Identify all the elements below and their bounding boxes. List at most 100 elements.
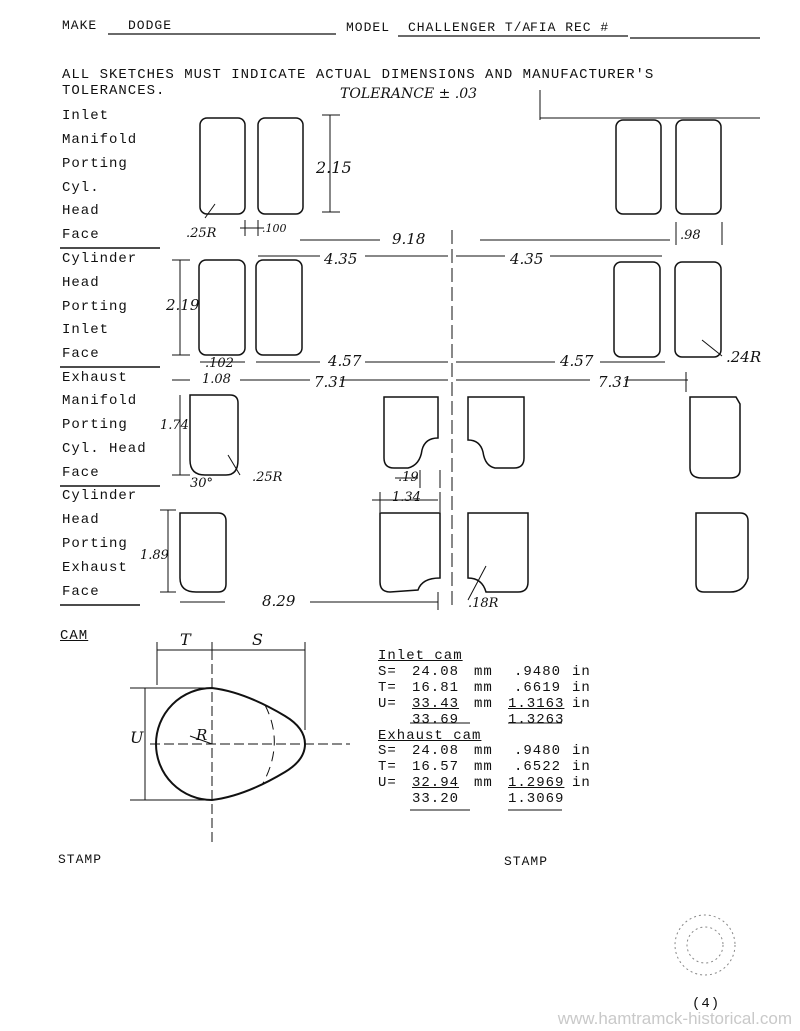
section-line: Head <box>62 203 100 219</box>
cam-key: S= <box>378 664 397 680</box>
port-outline <box>695 512 749 593</box>
dimension-label: 7.31 <box>314 373 348 391</box>
dimension-label: 4.57 <box>560 352 594 370</box>
cam-unit-mm: mm <box>474 775 493 791</box>
instructions-line-2: TOLERANCES. <box>62 83 166 99</box>
section-line: Cyl. Head <box>62 441 147 457</box>
dimension-label: 1.34 <box>392 490 421 505</box>
port-outline <box>257 117 304 215</box>
section-line: Cylinder <box>62 251 138 267</box>
cam-title: CAM <box>60 628 89 644</box>
port-outline <box>689 396 741 479</box>
cam-row: T= 16.81 mm .6619 in <box>378 680 590 696</box>
cam-mm: 16.81 <box>412 680 460 696</box>
cam-in: 1.2969 <box>508 775 565 791</box>
cam-unit-in: in <box>572 696 591 712</box>
section-line: Manifold <box>62 132 138 148</box>
port-outline <box>467 396 525 469</box>
port-outline <box>189 394 239 476</box>
port-outline <box>467 512 529 593</box>
section-line: Exhaust <box>62 370 128 386</box>
cam-mm: 24.08 <box>412 664 460 680</box>
section-line: Face <box>62 465 100 481</box>
dimension-label: 4.57 <box>328 352 362 370</box>
cam-unit-mm: mm <box>474 664 493 680</box>
cam-row: U= 32.94 mm 1.2969 in <box>378 775 590 791</box>
cam-mm: 33.43 <box>412 696 460 712</box>
cam-key: U= <box>378 775 397 791</box>
model-value: CHALLENGER T/A <box>408 20 532 35</box>
make-label: MAKE <box>62 18 98 33</box>
tolerance-note: TOLERANCE ± .03 <box>340 86 478 102</box>
dimension-label: 4.35 <box>324 250 358 268</box>
inlet-cam-title: Inlet cam <box>378 648 463 664</box>
cam-unit-in: in <box>572 664 591 680</box>
model-label: MODEL <box>346 20 391 35</box>
section-line: Porting <box>62 417 128 433</box>
section-line: Face <box>62 227 100 243</box>
section-line: Head <box>62 275 100 291</box>
cam-row: U= 33.43 mm 1.3163 in <box>378 696 590 712</box>
cam-row: S= 24.08 mm .9480 in <box>378 664 590 680</box>
dimension-label: 7.31 <box>598 373 632 391</box>
cam-unit-in: in <box>572 759 591 775</box>
dimension-label: .102 <box>205 356 234 371</box>
cam-unit-mm: mm <box>474 759 493 775</box>
port-outline <box>379 512 441 593</box>
cam-unit-in: in <box>572 775 591 791</box>
section-line: Inlet <box>62 322 110 338</box>
cam-unit-in: in <box>572 743 591 759</box>
cam-label-t: T <box>180 630 191 649</box>
section-line: Cylinder <box>62 488 138 504</box>
dimension-label: 4.35 <box>510 250 544 268</box>
section-line: Inlet <box>62 108 110 124</box>
section-line: Face <box>62 346 100 362</box>
cam-mm: 32.94 <box>412 775 460 791</box>
cam-in: .9480 <box>514 743 562 759</box>
stamp-label-left: STAMP <box>58 852 103 867</box>
stamp-seal <box>674 914 736 976</box>
dimension-label: .25R <box>186 226 217 241</box>
port-outline <box>255 259 303 356</box>
section-line: Porting <box>62 156 128 172</box>
stamp-label-right: STAMP <box>504 854 549 869</box>
section-line: Porting <box>62 299 128 315</box>
cam-in: .6619 <box>514 680 562 696</box>
inlet-alt-in: 1.3263 <box>508 712 565 728</box>
dimension-label: .98 <box>680 228 701 243</box>
exhaust-alt-mm: 33.20 <box>412 791 460 807</box>
cam-unit-mm: mm <box>474 680 493 696</box>
cam-row: T= 16.57 mm .6522 in <box>378 759 590 775</box>
section-line: Cyl. <box>62 180 100 196</box>
dimension-label: .19 <box>398 470 419 485</box>
cam-key: T= <box>378 759 397 775</box>
inlet-alt-mm: 33.69 <box>412 712 460 728</box>
fia-rec-label: FIA REC # <box>530 20 610 35</box>
section-line: Manifold <box>62 393 138 409</box>
instructions-line-1: ALL SKETCHES MUST INDICATE ACTUAL DIMENS… <box>62 67 655 83</box>
cam-key: U= <box>378 696 397 712</box>
cam-in: .6522 <box>514 759 562 775</box>
dimension-label: 8.29 <box>262 592 296 610</box>
port-outline <box>613 261 661 358</box>
cam-in: .9480 <box>514 664 562 680</box>
dimension-label: .25R <box>252 470 283 485</box>
port-outline <box>383 396 439 469</box>
dimension-label: 1.08 <box>202 372 231 387</box>
cam-profile <box>155 686 307 802</box>
cam-unit-mm: mm <box>474 743 493 759</box>
port-outline <box>198 259 246 356</box>
dimension-label: 1.89 <box>140 548 169 563</box>
cam-label-s: S <box>252 630 263 649</box>
dimension-label: 2.19 <box>166 296 200 314</box>
port-outline <box>674 261 722 358</box>
port-outline <box>179 512 227 593</box>
cam-mm: 24.08 <box>412 743 460 759</box>
watermark: www.hamtramck-historical.com <box>557 1009 792 1028</box>
section-line: Porting <box>62 536 128 552</box>
port-outline <box>199 117 246 215</box>
port-outline <box>615 119 662 215</box>
section-line: Face <box>62 584 100 600</box>
cam-row: S= 24.08 mm .9480 in <box>378 743 590 759</box>
